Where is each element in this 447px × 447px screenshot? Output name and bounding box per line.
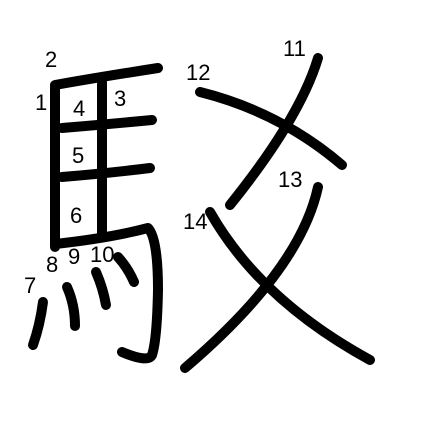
stroke-number-2: 2 xyxy=(45,47,57,72)
stroke-8 xyxy=(62,282,80,331)
stroke-10 xyxy=(113,252,139,287)
stroke-number-10: 10 xyxy=(90,242,114,267)
stroke-number-12: 12 xyxy=(186,60,210,85)
stroke-number-4: 4 xyxy=(73,96,85,121)
stroke-13 xyxy=(180,182,323,373)
stroke-number-6: 6 xyxy=(70,203,82,228)
stroke-number-8: 8 xyxy=(46,252,58,277)
stroke-14 xyxy=(205,207,375,365)
stroke-6 xyxy=(50,223,163,364)
stroke-9 xyxy=(91,267,111,310)
stroke-number-1: 1 xyxy=(35,90,47,115)
stroke-number-5: 5 xyxy=(72,143,84,168)
stroke-2 xyxy=(50,63,163,90)
stroke-number-11: 11 xyxy=(283,36,306,61)
stroke-number-3: 3 xyxy=(114,86,126,111)
stroke-number-13: 13 xyxy=(278,167,302,192)
stroke-4 xyxy=(57,115,157,133)
stroke-12 xyxy=(195,87,347,170)
stroke-number-7: 7 xyxy=(24,273,36,298)
stroke-5 xyxy=(57,163,155,182)
stroke-7 xyxy=(28,297,48,350)
stroke-number-14: 14 xyxy=(183,209,207,234)
stroke-number-9: 9 xyxy=(68,244,80,269)
